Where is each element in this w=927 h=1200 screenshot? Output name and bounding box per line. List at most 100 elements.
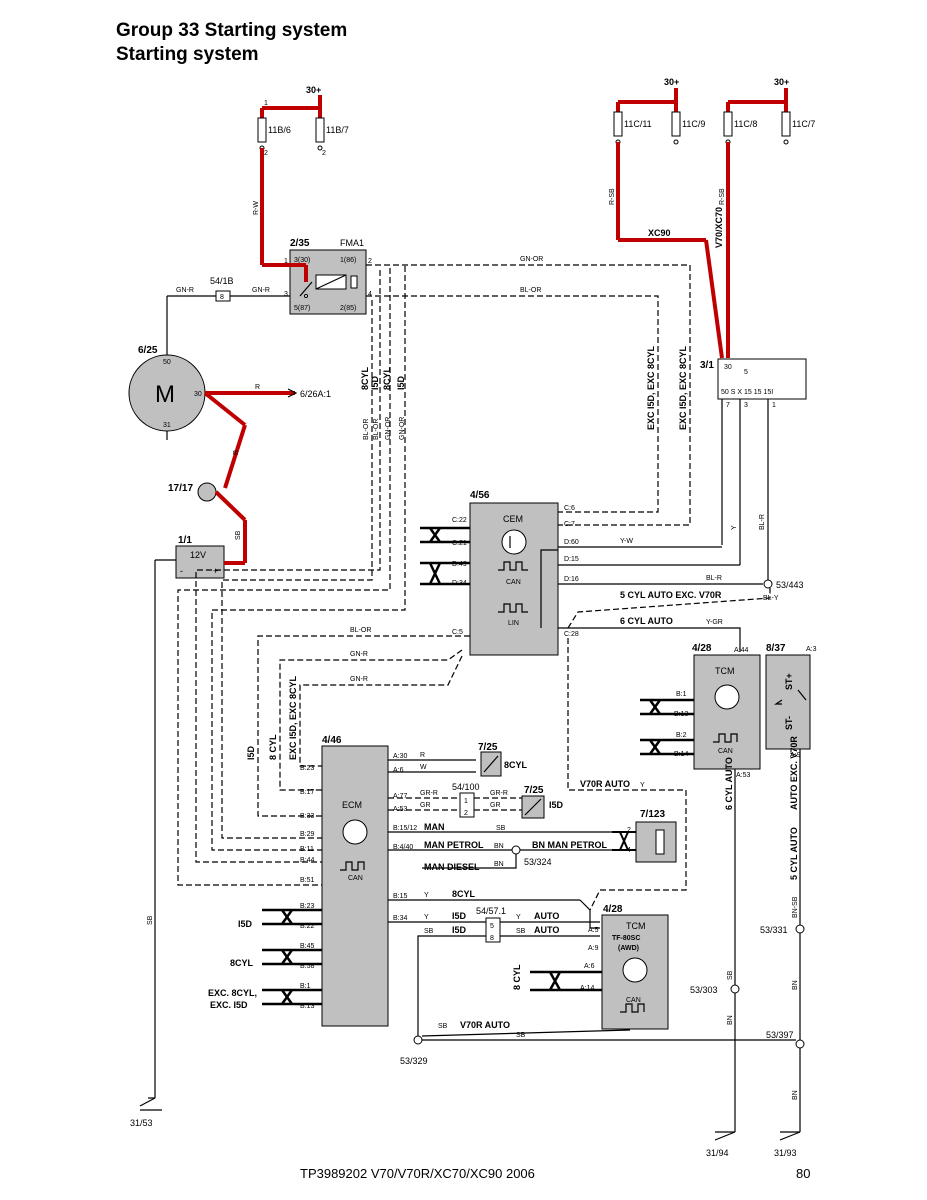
splice-53-397: 53/397: [766, 1030, 794, 1040]
svg-text:B:1: B:1: [676, 691, 687, 698]
svg-text:B:4/40: B:4/40: [393, 844, 413, 851]
page-number: 80: [796, 1166, 811, 1181]
svg-text:1(86): 1(86): [340, 257, 356, 264]
svg-text:B:13: B:13: [300, 1003, 315, 1010]
svg-text:B:45: B:45: [300, 943, 315, 950]
dashed-harness: GN-OR BL-OR EXC I5D, EXC 8CYL EXC I5D, E…: [177, 256, 691, 886]
svg-text:B:2: B:2: [676, 732, 687, 739]
svg-text:XC90: XC90: [648, 228, 671, 238]
svg-text:1/1: 1/1: [178, 535, 192, 546]
svg-text:GR: GR: [420, 802, 431, 809]
svg-text:A:6: A:6: [393, 767, 404, 774]
svg-text:C:21: C:21: [452, 540, 467, 547]
svg-text:A:9: A:9: [588, 945, 599, 952]
ground-31-53: 31/53: [130, 1118, 153, 1128]
svg-text:R-SB: R-SB: [609, 188, 616, 205]
svg-text:BN MAN PETROL: BN MAN PETROL: [532, 840, 607, 850]
starter-motor: 6/25 M 50 30 31 GN-R 8 54/1B GN-R 6/26A:…: [128, 276, 331, 563]
svg-text:BL-Y: BL-Y: [763, 595, 779, 602]
svg-text:Y: Y: [516, 914, 521, 921]
svg-text:4: 4: [368, 291, 372, 298]
svg-text:TCM: TCM: [626, 921, 646, 931]
cem-label: CEM: [503, 514, 523, 524]
svg-text:CAN: CAN: [626, 997, 641, 1004]
svg-text:4/46: 4/46: [322, 735, 342, 746]
svg-text:LIN: LIN: [508, 620, 519, 627]
svg-text:A:30: A:30: [393, 753, 408, 760]
svg-text:8: 8: [490, 935, 494, 942]
svg-text:2: 2: [368, 258, 372, 265]
relay-fma1: 2/35 FMA1 3(30) 1(86) 5(87) 2(85) 13 24: [262, 238, 372, 315]
svg-text:B:29: B:29: [300, 831, 315, 838]
svg-text:1: 1: [284, 258, 288, 265]
svg-text:+: +: [213, 566, 218, 576]
svg-text:8/37: 8/37: [766, 643, 786, 654]
svg-text:B:15: B:15: [393, 893, 408, 900]
svg-text:4/56: 4/56: [470, 490, 490, 501]
svg-text:D:49: D:49: [452, 561, 467, 568]
svg-text:GN-R: GN-R: [350, 651, 368, 658]
svg-text:GN-OR: GN-OR: [385, 417, 392, 440]
svg-text:B:17: B:17: [300, 789, 315, 796]
tcm-module-lower: 4/28 TCM TF-80SC (AWD) CAN A:5A:9 A:6A:1…: [512, 904, 669, 1030]
diagram-system-title: Starting system: [116, 44, 259, 65]
svg-text:50 S X 15 15 15I: 50 S X 15 15 15I: [721, 389, 773, 396]
svg-text:B:51: B:51: [300, 877, 315, 884]
splice-53-329: 53/329: [400, 1056, 428, 1066]
svg-text:GN-R: GN-R: [350, 676, 368, 683]
svg-text:EXC. 8CYL,: EXC. 8CYL,: [208, 988, 257, 998]
ground-31-93: 31/93: [774, 1148, 797, 1158]
svg-text:I5D: I5D: [238, 919, 253, 929]
fuse-54-1b: 54/1B: [210, 276, 234, 286]
svg-text:AUTO EXC. V70R: AUTO EXC. V70R: [789, 736, 799, 810]
svg-text:TF-80SC: TF-80SC: [612, 935, 640, 942]
svg-text:A:5: A:5: [588, 927, 599, 934]
fuse-11c11: 11C/11: [624, 119, 652, 129]
svg-text:54/57.1: 54/57.1: [476, 906, 506, 916]
svg-text:SB: SB: [438, 1023, 448, 1030]
svg-text:8CYL: 8CYL: [382, 366, 392, 390]
motor-symbol: M: [155, 381, 175, 408]
svg-text:CAN: CAN: [348, 875, 363, 882]
svg-text:BN: BN: [727, 1015, 734, 1025]
svg-text:ECM: ECM: [342, 800, 362, 810]
svg-text:Y: Y: [424, 914, 429, 921]
svg-text:GR-R: GR-R: [420, 790, 438, 797]
svg-text:D:16: D:16: [564, 576, 579, 583]
svg-text:I5D: I5D: [452, 911, 467, 921]
svg-text:5: 5: [490, 923, 494, 930]
svg-text:SB: SB: [147, 915, 154, 925]
supply-30-label: 30+: [306, 85, 321, 95]
svg-text:SB: SB: [424, 928, 434, 935]
svg-text:D:60: D:60: [564, 539, 579, 546]
svg-text:BN: BN: [494, 843, 504, 850]
svg-text:AUTO: AUTO: [534, 925, 559, 935]
svg-text:C:28: C:28: [564, 631, 579, 638]
svg-text:2: 2: [464, 810, 468, 817]
svg-text:MAN PETROL: MAN PETROL: [424, 840, 484, 850]
svg-text:7/25: 7/25: [478, 742, 498, 753]
svg-text:B:15/12: B:15/12: [393, 825, 417, 832]
svg-text:EXC. I5D: EXC. I5D: [210, 1000, 248, 1010]
svg-text:EXC I5D, EXC 8CYL: EXC I5D, EXC 8CYL: [678, 345, 688, 430]
svg-text:1: 1: [772, 402, 776, 409]
diagram-group-title: Group 33 Starting system: [116, 20, 348, 41]
svg-text:53/324: 53/324: [524, 857, 552, 867]
fuse-11c8: 11C/8: [734, 119, 757, 129]
relay-name: FMA1: [340, 238, 364, 248]
svg-text:I5D: I5D: [370, 375, 380, 390]
svg-text:7/25: 7/25: [524, 785, 544, 796]
svg-text:1: 1: [464, 798, 468, 805]
svg-text:30+: 30+: [664, 77, 679, 87]
svg-text:2: 2: [322, 150, 326, 157]
fuse-11b6: 11B/6: [268, 125, 291, 135]
fuse-11c9: 11C/9: [682, 119, 705, 129]
svg-text:BN: BN: [792, 1090, 799, 1100]
svg-text:54/100: 54/100: [452, 782, 480, 792]
svg-text:17/17: 17/17: [168, 483, 193, 494]
svg-text:30: 30: [724, 364, 732, 371]
svg-text:7: 7: [726, 402, 730, 409]
